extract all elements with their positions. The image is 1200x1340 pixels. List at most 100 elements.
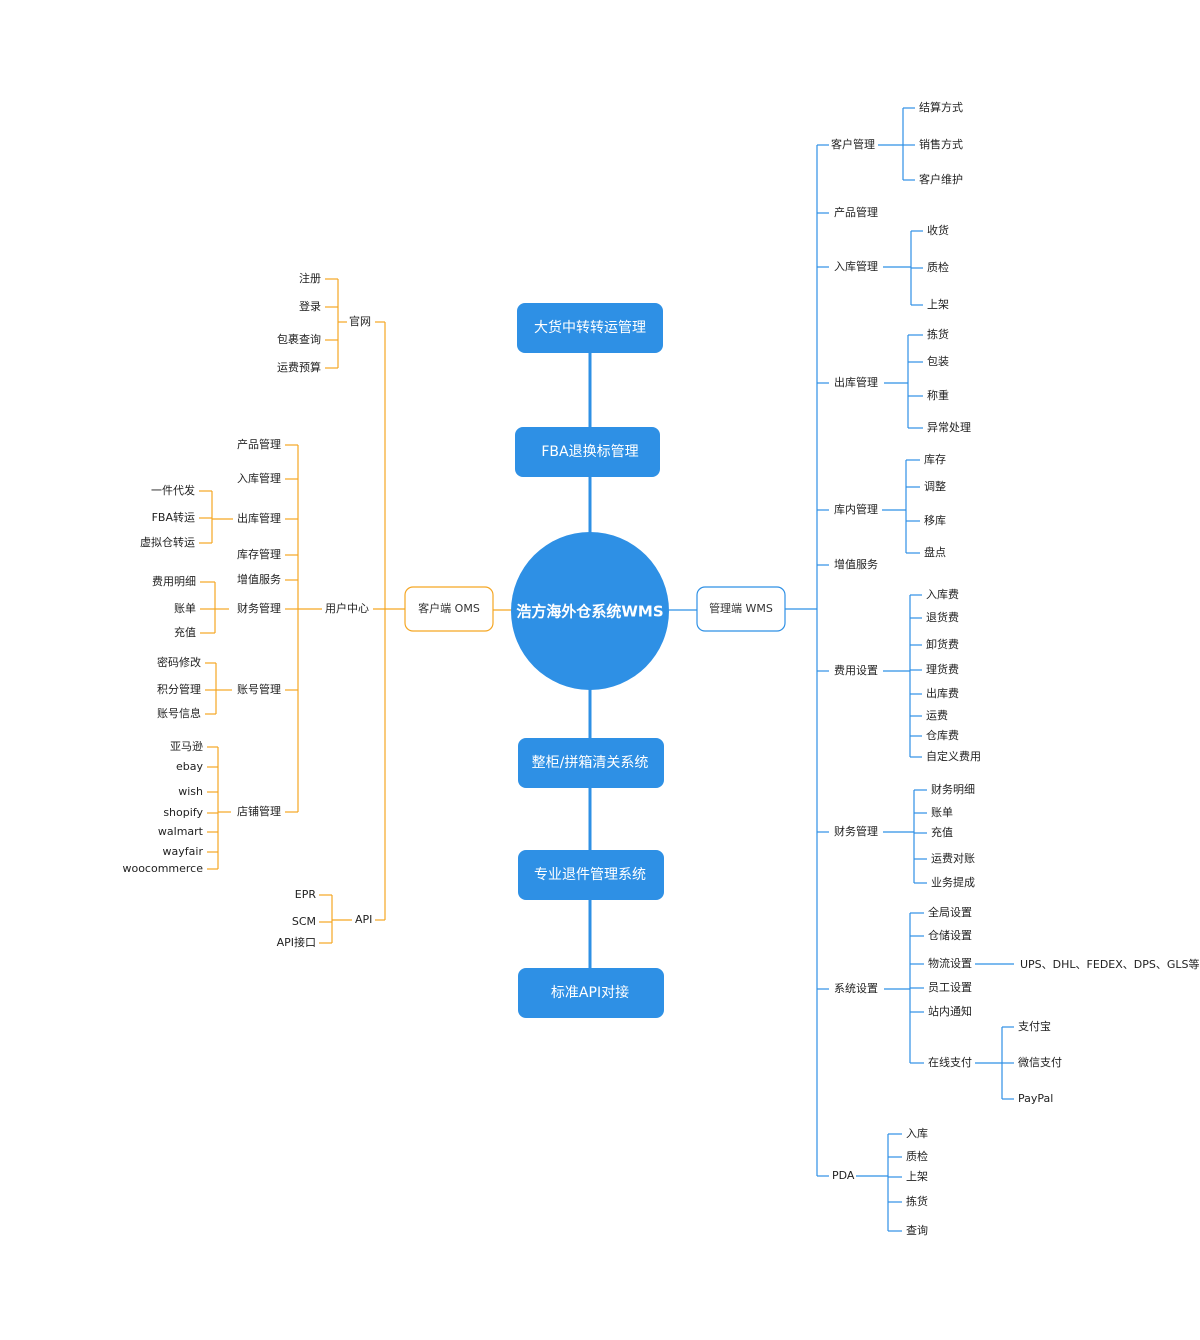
kn-item-1: 调整 xyxy=(924,479,946,493)
module-label-2: 整柜/拼箱清关系统 xyxy=(532,755,649,771)
chk-item-3: 异常处理 xyxy=(927,421,971,434)
uc-item-3: 库存管理 xyxy=(237,547,281,561)
api-item-0: EPR xyxy=(295,888,317,901)
module-box-4[interactable] xyxy=(518,968,664,1018)
oms-item-0: 官网 xyxy=(349,314,371,328)
center-label: 浩方海外仓系统WMS xyxy=(516,603,663,621)
cwm-item-2: 充值 xyxy=(931,825,953,839)
gw-item-2: 包裹查询 xyxy=(277,332,321,346)
dp-item-2: wish xyxy=(178,785,203,798)
fy-item-6: 仓库费 xyxy=(926,728,959,742)
kh-item-2: 客户维护 xyxy=(919,172,963,186)
pda-item-3: 拣货 xyxy=(906,1194,928,1208)
cwm-item-3: 运费对账 xyxy=(931,851,975,865)
pda-item-2: 上架 xyxy=(906,1170,928,1183)
dp-item-6: woocommerce xyxy=(122,862,203,875)
ck-item-1: FBA转运 xyxy=(152,510,195,524)
dp-item-5: wayfair xyxy=(163,845,204,858)
kh-item-1: 销售方式 xyxy=(919,137,963,151)
module-box-2[interactable] xyxy=(518,738,664,788)
dp-item-0: 亚马逊 xyxy=(170,740,203,753)
cwm-item-0: 财务明细 xyxy=(931,782,975,796)
dp-item-4: walmart xyxy=(158,825,204,838)
wms-label: 管理端 WMS xyxy=(709,601,773,615)
module-label-0: 大货中转转运管理 xyxy=(534,319,646,336)
module-label-1: FBA退换标管理 xyxy=(541,443,638,460)
wms-item-2: 入库管理 xyxy=(834,259,878,273)
module-label-4: 标准API对接 xyxy=(551,984,629,1001)
oms-item-2: API xyxy=(355,913,372,926)
xt-item-5: 在线支付 xyxy=(928,1055,972,1069)
wms-item-5: 增值服务 xyxy=(834,557,878,571)
zf-item-1: 微信支付 xyxy=(1018,1055,1062,1069)
kn-item-3: 盘点 xyxy=(924,545,946,559)
xt-item-4: 站内通知 xyxy=(928,1004,972,1018)
gw-item-1: 登录 xyxy=(299,299,321,313)
mind-map-nodes: 大货中转转运管理 FBA退换标管理整柜/拼箱清关系统专业退件管理系统标准API对接… xyxy=(122,100,1199,1237)
pda-item-1: 质检 xyxy=(906,1149,928,1163)
zh-item-2: 账号信息 xyxy=(157,706,201,720)
chk-item-1: 包装 xyxy=(927,355,949,368)
module-box-1[interactable] xyxy=(515,427,660,477)
fy-item-7: 自定义费用 xyxy=(926,749,981,763)
ck-item-0: 一件代发 xyxy=(151,483,195,497)
wl-item-0: UPS、DHL、FEDEX、DPS、GLS等 xyxy=(1020,957,1200,971)
wms-item-6: 费用设置 xyxy=(834,664,878,677)
uc-item-0: 产品管理 xyxy=(237,437,281,451)
center-node[interactable] xyxy=(511,532,669,690)
wms-item-1: 产品管理 xyxy=(834,205,878,219)
fy-item-0: 入库费 xyxy=(926,588,959,601)
wms-item-9: PDA xyxy=(832,1169,855,1182)
cw-item-0: 费用明细 xyxy=(152,575,196,588)
pda-item-4: 查询 xyxy=(906,1223,928,1237)
uc-item-2: 出库管理 xyxy=(237,511,281,525)
chk-item-2: 称重 xyxy=(927,388,949,402)
xt-item-0: 全局设置 xyxy=(928,905,972,919)
fy-item-2: 卸货费 xyxy=(926,637,959,651)
fy-item-4: 出库费 xyxy=(926,686,959,700)
module-box-0[interactable] xyxy=(517,303,663,353)
rk-item-0: 收货 xyxy=(927,223,949,237)
wms-item-4: 库内管理 xyxy=(834,502,878,516)
xt-item-1: 仓储设置 xyxy=(928,928,972,942)
kn-item-2: 移库 xyxy=(924,514,946,527)
gw-item-3: 运费预算 xyxy=(277,360,321,374)
wms-box[interactable] xyxy=(696,586,786,632)
api-item-2: API接口 xyxy=(277,936,316,949)
kn-item-0: 库存 xyxy=(924,452,946,466)
zf-item-0: 支付宝 xyxy=(1018,1019,1051,1033)
pda-item-0: 入库 xyxy=(906,1127,928,1140)
cw-item-1: 账单 xyxy=(174,602,196,615)
wms-item-8: 系统设置 xyxy=(834,982,878,995)
cw-item-2: 充值 xyxy=(174,625,196,639)
cwm-item-1: 账单 xyxy=(931,806,953,819)
uc-item-5: 财务管理 xyxy=(237,601,281,615)
kh-item-0: 结算方式 xyxy=(919,100,963,114)
oms-box[interactable] xyxy=(404,586,494,632)
uc-item-6: 账号管理 xyxy=(237,682,281,696)
fy-item-5: 运费 xyxy=(926,709,948,722)
connector-lines xyxy=(199,107,1014,1232)
wms-item-7: 财务管理 xyxy=(834,824,878,838)
oms-item-1: 用户中心 xyxy=(325,601,369,615)
chk-item-0: 拣货 xyxy=(927,327,949,341)
zh-item-1: 积分管理 xyxy=(157,682,201,696)
uc-item-4: 增值服务 xyxy=(237,572,281,586)
rk-item-1: 质检 xyxy=(927,260,949,274)
xt-item-3: 员工设置 xyxy=(928,981,972,994)
fy-item-1: 退货费 xyxy=(926,610,959,624)
uc-item-7: 店铺管理 xyxy=(237,804,281,818)
wms-item-0: 客户管理 xyxy=(831,137,875,151)
zf-item-2: PayPal xyxy=(1018,1092,1053,1105)
gw-item-0: 注册 xyxy=(299,271,321,285)
module-label-3: 专业退件管理系统 xyxy=(534,867,646,883)
api-item-1: SCM xyxy=(292,915,316,928)
wms-item-3: 出库管理 xyxy=(834,375,878,389)
dp-item-3: shopify xyxy=(163,806,203,819)
cwm-item-4: 业务提成 xyxy=(931,876,975,889)
ck-item-2: 虚拟仓转运 xyxy=(140,535,195,549)
module-box-3[interactable] xyxy=(518,850,664,900)
zh-item-0: 密码修改 xyxy=(157,655,201,669)
rk-item-2: 上架 xyxy=(927,298,949,311)
